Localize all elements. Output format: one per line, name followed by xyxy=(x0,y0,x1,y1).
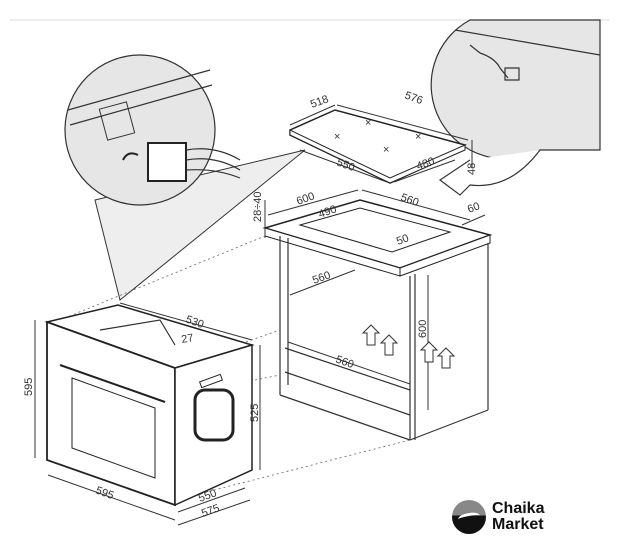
svg-text:×: × xyxy=(383,144,389,156)
brand-logo: Chaika Market xyxy=(452,500,544,534)
connector-callout xyxy=(64,54,306,301)
dim-worktop-cutout-depth: 490 xyxy=(317,203,338,221)
hob: × × × × xyxy=(289,104,473,184)
dim-oven-width: 595 xyxy=(94,485,115,503)
logo-line1: Chaika xyxy=(492,500,545,517)
dim-hob-height: 48 xyxy=(466,163,478,175)
svg-text:×: × xyxy=(365,117,371,129)
airflow-arrow-icon xyxy=(361,324,456,369)
dim-oven-height: 595 xyxy=(23,378,35,396)
dim-oven-body-height: 525 xyxy=(249,404,261,422)
svg-text:×: × xyxy=(334,131,340,143)
oven xyxy=(34,302,261,526)
dim-worktop-depth: 600 xyxy=(295,190,316,208)
dim-worktop-cutout-width: 560 xyxy=(399,192,420,210)
logo-line2: Market xyxy=(492,516,544,533)
dim-oven-depth: 530 xyxy=(184,314,205,332)
arrow-icon xyxy=(438,149,541,196)
dim-cabinet-niche-height: 600 xyxy=(417,320,429,338)
dim-hob-depth: 518 xyxy=(309,93,330,111)
svg-text:×: × xyxy=(415,131,421,143)
dim-oven-body-depth: 575 xyxy=(200,502,221,520)
dim-hob-cutout-width: 550 xyxy=(335,157,356,175)
dim-cabinet-inner-depth: 560 xyxy=(311,269,332,287)
dim-oven-door-gap: 27 xyxy=(180,332,194,346)
dim-hob-width: 576 xyxy=(403,90,424,108)
dim-hob-cutout-depth: 480 xyxy=(415,155,436,173)
seagull-logo-icon xyxy=(452,500,486,534)
dim-worktop-rear-gap: 60 xyxy=(466,200,482,215)
terminal-block-icon xyxy=(98,101,241,182)
dim-oven-body-width: 550 xyxy=(197,487,218,505)
dim-worktop-thickness: 28÷40 xyxy=(252,191,264,222)
cabinet xyxy=(262,189,493,441)
dim-worktop-front-gap: 50 xyxy=(395,232,411,247)
dim-cabinet-inner-width: 560 xyxy=(334,354,355,372)
cable-callout xyxy=(430,19,601,196)
